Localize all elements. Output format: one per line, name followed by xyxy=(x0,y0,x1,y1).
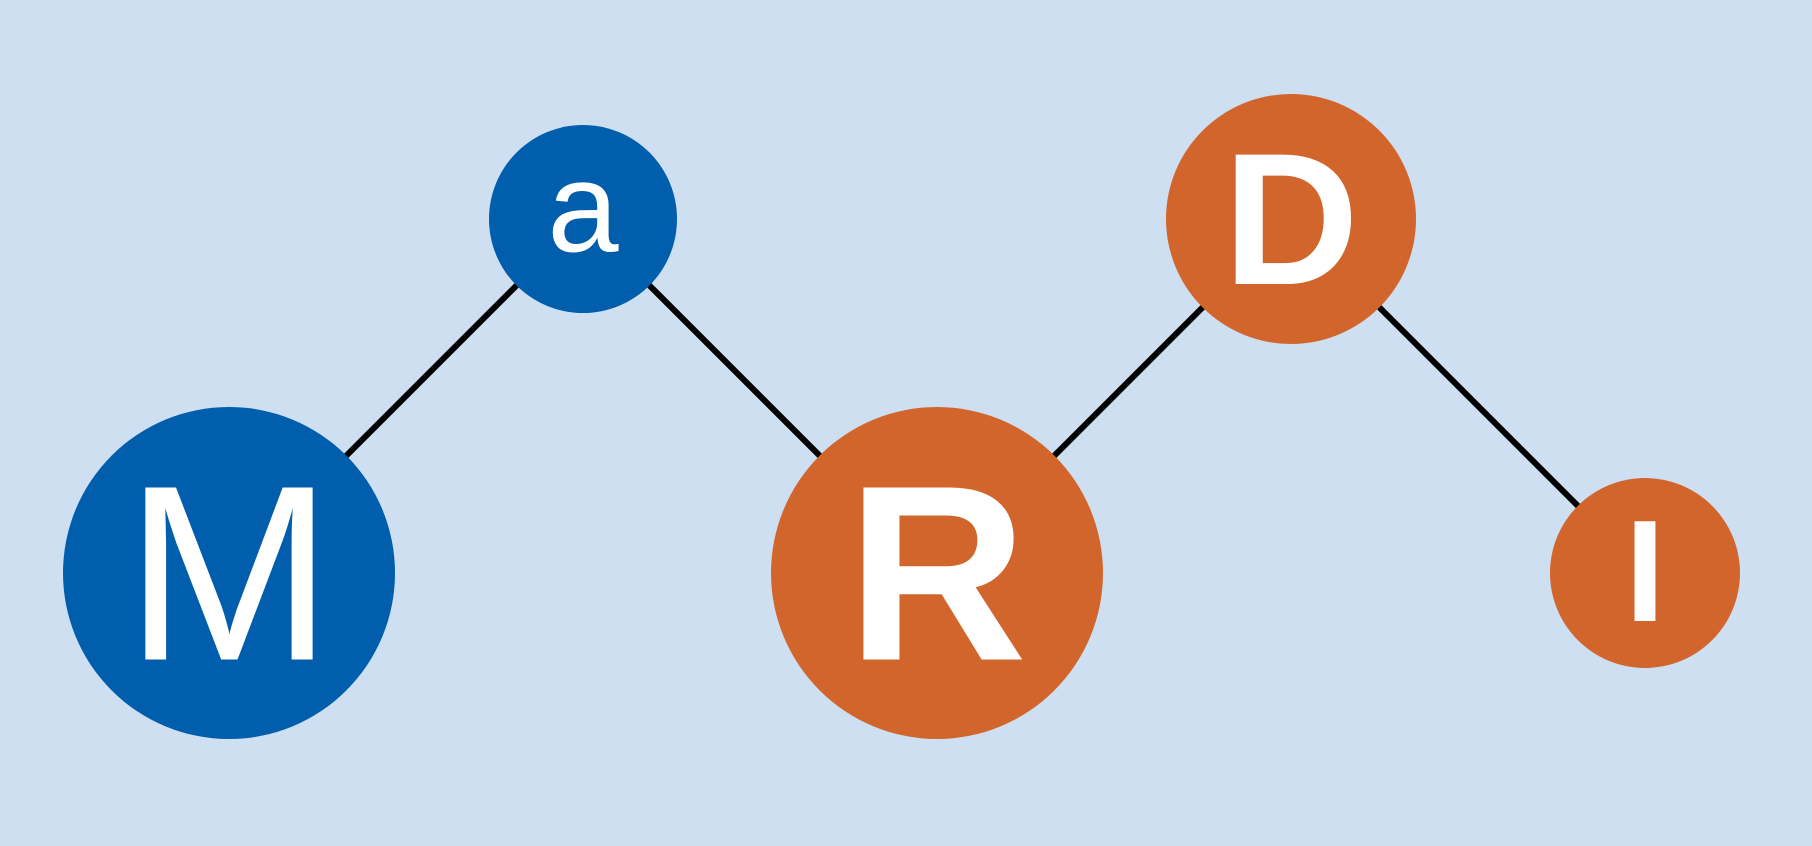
node-r: R xyxy=(771,407,1103,739)
node-d: D xyxy=(1166,94,1416,344)
node-m-circle xyxy=(63,407,395,739)
node-m-letter: M xyxy=(125,434,333,713)
node-d-letter: D xyxy=(1223,114,1359,324)
node-i: I xyxy=(1550,478,1740,668)
node-i-letter: I xyxy=(1625,490,1665,652)
node-r-letter: R xyxy=(847,434,1028,713)
node-m: M xyxy=(63,407,395,739)
node-a: a xyxy=(489,125,677,313)
node-a-letter: a xyxy=(547,137,619,280)
nodes: M a R D I xyxy=(63,94,1740,739)
node-d-circle xyxy=(1166,94,1416,344)
node-i-circle xyxy=(1550,478,1740,668)
node-a-circle xyxy=(489,125,677,313)
node-r-circle xyxy=(771,407,1103,739)
